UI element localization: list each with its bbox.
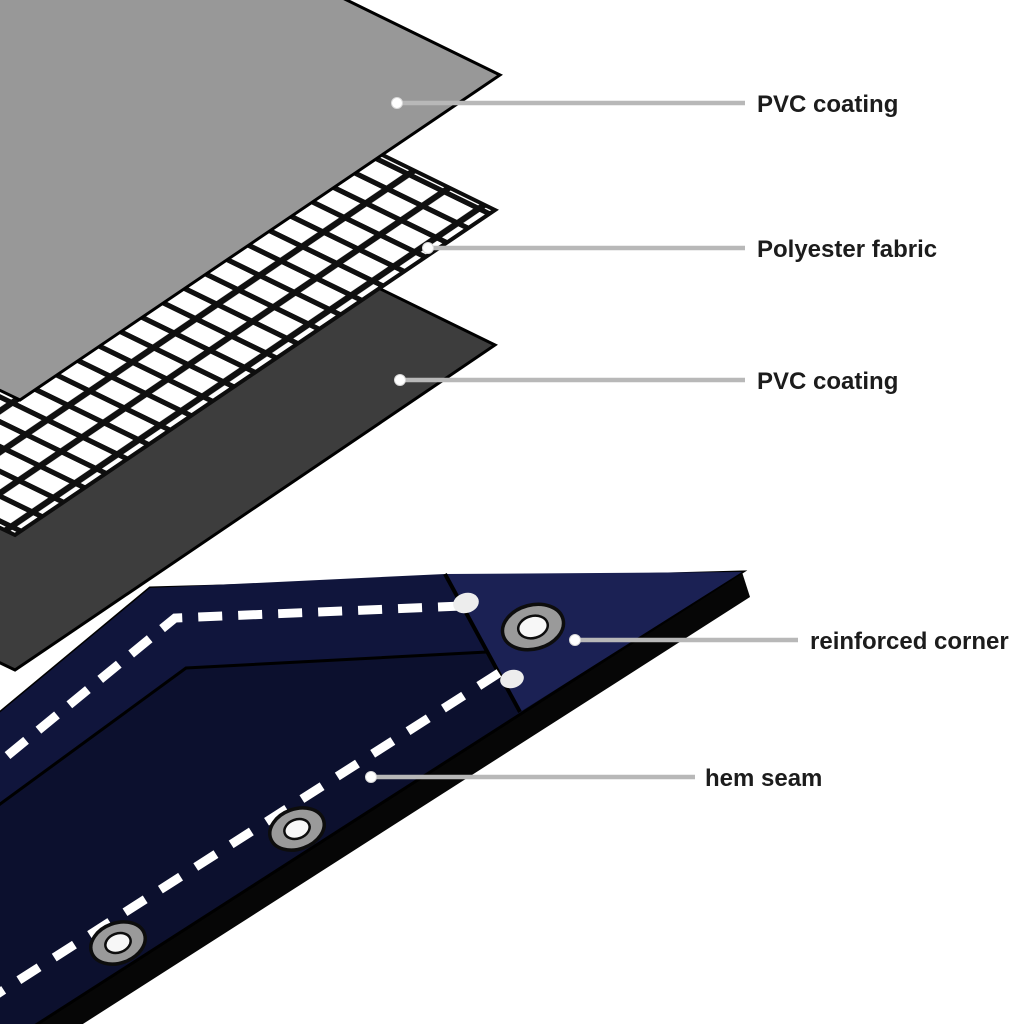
leader-dot-reinforced-corner [569,634,581,646]
callout-polyester: Polyester fabric [422,236,937,263]
label-pvc-mid: PVC coating [757,368,898,395]
corner-rivet-2 [500,669,524,689]
label-pvc-top: PVC coating [757,91,898,118]
edge-grommet-2-hole [104,931,132,955]
callout-hem-seam: hem seam [365,765,822,792]
leader-dot-hem-seam [365,771,377,783]
corner-grommet [500,602,566,652]
corner-rivet-1 [453,592,479,614]
label-hem-seam: hem seam [705,765,822,792]
pvc-top-layer [0,0,503,402]
leader-dot-pvc-top [391,97,403,109]
leader-dot-pvc-mid [394,374,406,386]
tarp-hem-band [0,574,487,805]
leader-dot-polyester [422,242,434,254]
tarp-layer [0,570,750,1024]
callout-reinforced-corner: reinforced corner [569,628,1009,655]
edge-grommet-1 [268,806,326,852]
label-polyester: Polyester fabric [757,236,937,263]
top-hem-seam-line [0,650,488,807]
label-reinforced-corner: reinforced corner [810,628,1009,655]
edge-grommet-1-hole [283,817,311,841]
corner-grommet-hole [516,614,550,640]
callout-pvc-mid: PVC coating [394,368,898,395]
callout-pvc-top: PVC coating [391,91,898,118]
edge-grommet-2 [89,920,147,966]
top-stitch-dashes [0,601,463,768]
